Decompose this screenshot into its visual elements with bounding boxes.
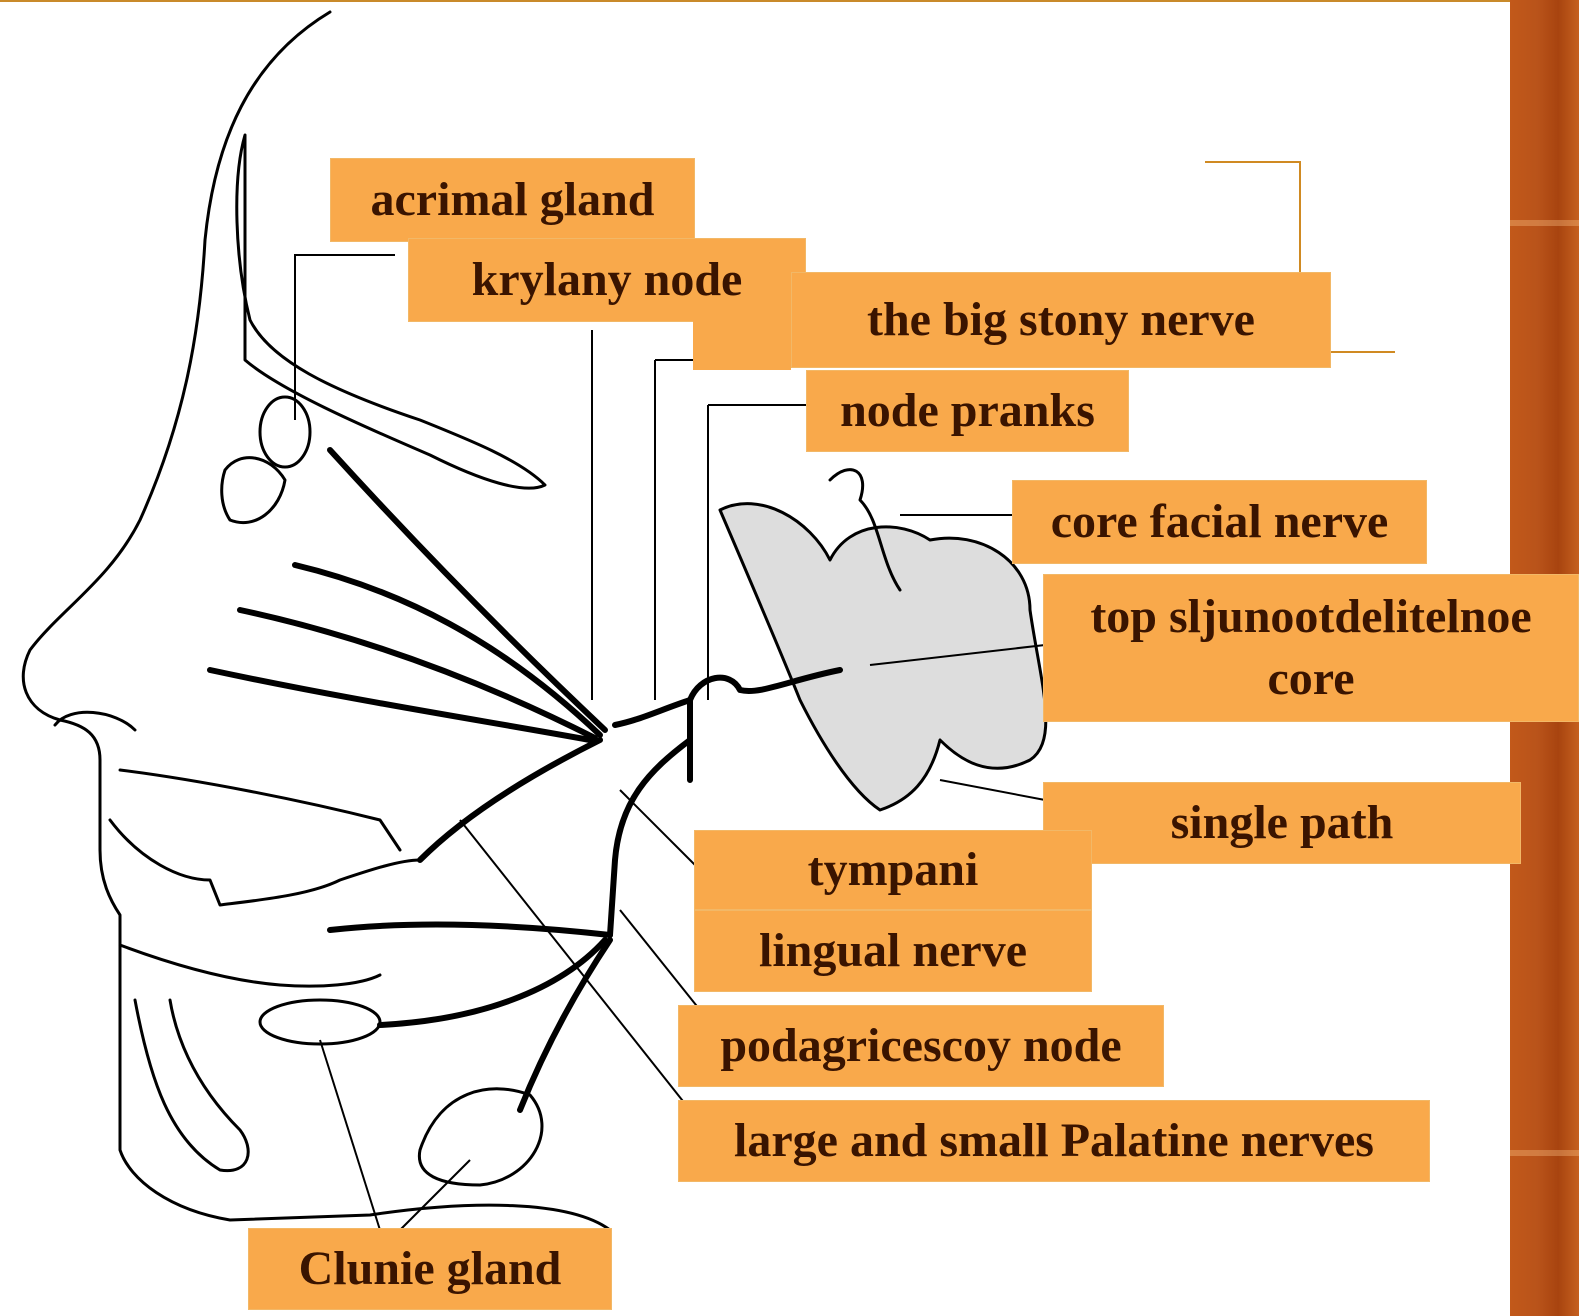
label-lingual-nerve: lingual nerve [694,910,1092,992]
upper-teeth [110,820,420,905]
sublingual-gland-shape [260,1000,380,1044]
upper-palate [120,770,400,850]
lower-teeth [120,945,380,986]
leader-clunie-1 [320,1040,380,1230]
label-clunie-gland: Clunie gland [248,1228,612,1310]
leader-tympani [620,790,700,870]
label-node-pranks: node pranks [806,370,1129,452]
label-palatine-nerves: large and small Palatine nerves [678,1100,1430,1182]
chorda-tympani [610,740,690,935]
leader-palatine [620,910,700,1010]
leader-single-path [940,780,1045,800]
lacrimal-gland-shape [260,397,310,467]
label-tympani: tympani [694,830,1092,910]
nasal-branch-1 [295,565,600,735]
leader-clunie-2 [400,1160,470,1230]
leader-podagricescoy [460,820,690,1110]
orange-bracket [1205,162,1300,272]
label-podagricescoy-node: podagricescoy node [678,1005,1164,1087]
label-top-salivary-core: top sljunootdelitelnoe core [1043,574,1579,722]
submandibular-branch [520,940,610,1110]
nasal-branch-2 [240,610,595,738]
sublingual-branch [380,940,605,1025]
label-krylany-node: krylany node [408,238,806,322]
lingual-nerve-path [330,925,610,935]
label-background-patch [693,320,791,370]
eye-outline [222,458,285,523]
label-core-facial-nerve: core facial nerve [1012,480,1427,564]
greater-petrosal-nerve [615,700,690,725]
label-big-stony-nerve: the big stony nerve [791,272,1331,368]
label-single-path: single path [1043,782,1521,864]
label-lacrimal-gland: acrimal gland [330,158,695,242]
side-bar-streak [1510,220,1579,226]
side-bar-streak [1510,1150,1579,1156]
lower-jaw-bone [135,1000,248,1171]
palatine-branch [420,740,600,860]
leader-lacrimal [295,255,395,420]
